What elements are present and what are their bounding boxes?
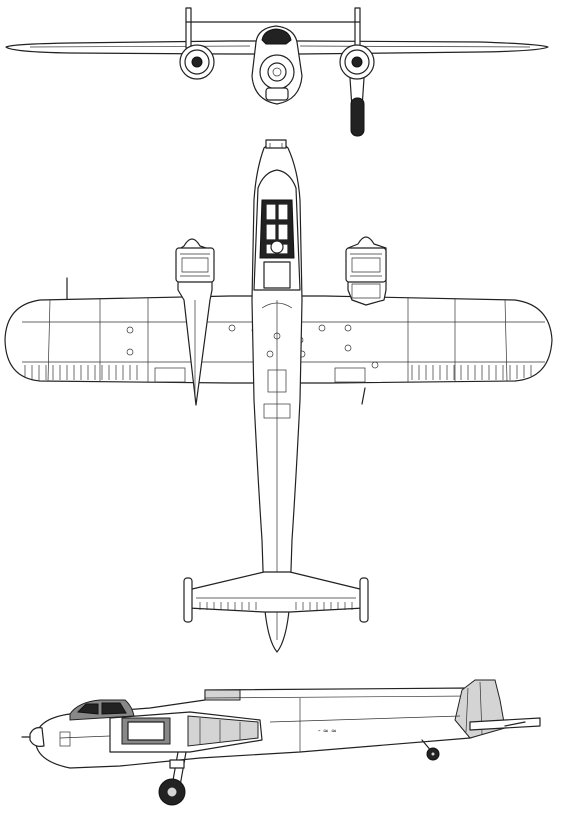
front-landing-gear <box>349 77 365 137</box>
front-fuselage <box>251 25 303 105</box>
side-view: - ≈ ≈ <box>21 679 541 806</box>
top-tailplane <box>183 571 369 623</box>
front-right-engine <box>339 44 375 80</box>
front-view <box>5 7 549 137</box>
front-right-fin <box>354 7 361 49</box>
front-left-fin <box>185 7 192 49</box>
top-right-nacelle <box>345 236 387 306</box>
side-main-gear <box>158 751 187 806</box>
side-marking: - ≈ ≈ <box>318 727 337 735</box>
top-fuselage <box>251 139 303 653</box>
side-tail-wheel <box>421 739 440 761</box>
top-view <box>4 139 553 653</box>
side-engine <box>109 711 263 753</box>
top-left-nacelle <box>175 238 215 406</box>
front-left-engine <box>179 44 215 80</box>
